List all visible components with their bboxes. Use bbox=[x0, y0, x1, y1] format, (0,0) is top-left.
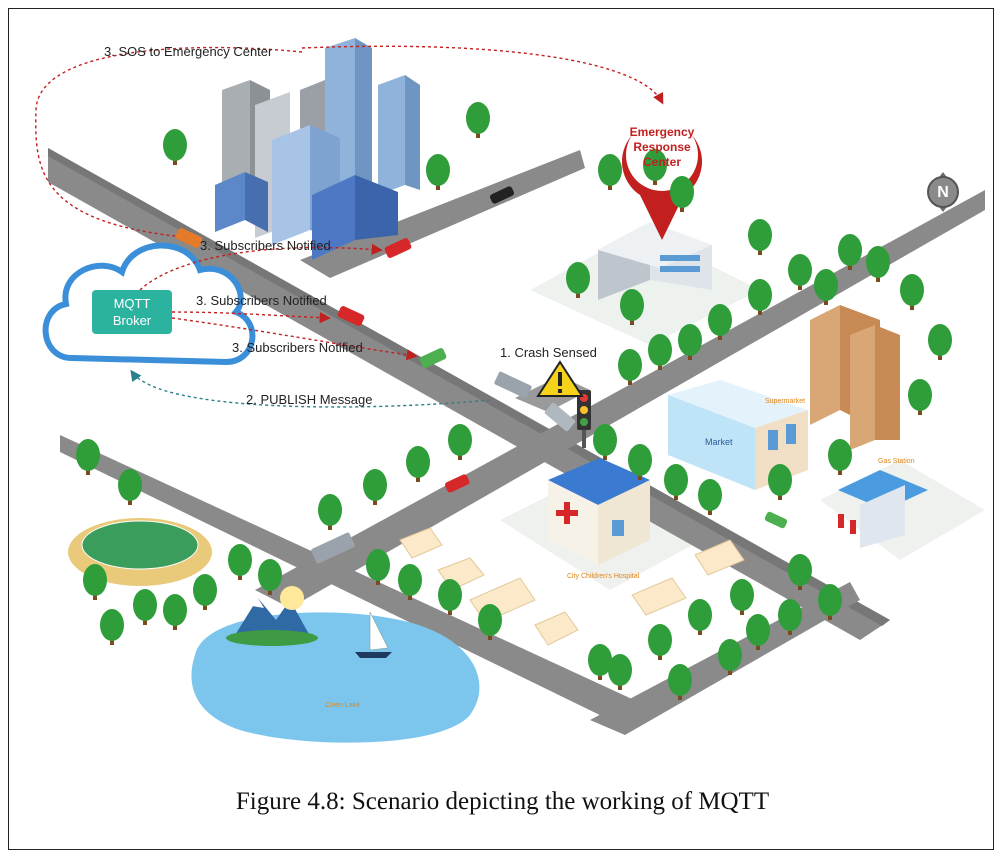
market-sign: Market bbox=[705, 437, 733, 447]
tree bbox=[448, 424, 472, 460]
emergency-response-center-label: Emergency Response Center bbox=[616, 125, 708, 170]
tree bbox=[746, 614, 770, 650]
compass-icon bbox=[927, 172, 959, 212]
erc-line-1: Emergency bbox=[629, 125, 695, 139]
tree bbox=[228, 544, 252, 580]
tree bbox=[608, 654, 632, 690]
lake bbox=[191, 586, 480, 743]
tree bbox=[588, 644, 612, 680]
broker-line-2: Broker bbox=[112, 313, 152, 328]
tree bbox=[76, 439, 100, 475]
tree bbox=[648, 334, 672, 370]
erc-line-3: Center bbox=[642, 155, 681, 169]
erc-line-2: Response bbox=[633, 140, 691, 154]
tree bbox=[748, 279, 772, 315]
tree bbox=[133, 589, 157, 625]
tree bbox=[593, 424, 617, 460]
tree bbox=[730, 579, 754, 615]
publish-flow-arrow bbox=[130, 369, 491, 408]
tree bbox=[318, 494, 342, 530]
tree bbox=[363, 469, 387, 505]
notify-flow-3 bbox=[171, 317, 418, 361]
notified-label-1: 3. Subscribers Notified bbox=[200, 238, 331, 253]
tree bbox=[838, 234, 862, 270]
tree bbox=[118, 469, 142, 505]
mqtt-broker-box: MQTT Broker bbox=[92, 290, 172, 334]
tree bbox=[426, 154, 450, 190]
tree bbox=[163, 594, 187, 630]
tree bbox=[908, 379, 932, 415]
tree bbox=[163, 129, 187, 165]
notify-flow-2 bbox=[171, 311, 331, 324]
tree bbox=[688, 599, 712, 635]
broker-line-1: MQTT bbox=[113, 296, 151, 311]
vehicles bbox=[175, 186, 788, 564]
tree bbox=[598, 154, 622, 190]
skyscrapers bbox=[215, 38, 420, 260]
tree bbox=[643, 149, 667, 185]
sos-label: 3. SOS to Emergency Center bbox=[104, 44, 273, 59]
publish-label: 2. PUBLISH Message bbox=[246, 392, 373, 407]
tree bbox=[670, 176, 694, 212]
warning-sign bbox=[536, 360, 584, 397]
message-flows bbox=[35, 45, 664, 408]
trees bbox=[76, 102, 952, 700]
tree bbox=[778, 599, 802, 635]
gas-station-label: Gas Station bbox=[878, 458, 915, 465]
tree bbox=[258, 559, 282, 595]
tree bbox=[366, 549, 390, 585]
tree bbox=[664, 464, 688, 500]
tree bbox=[83, 564, 107, 600]
tree bbox=[678, 324, 702, 360]
crash-label: 1. Crash Sensed bbox=[500, 345, 597, 360]
tree bbox=[398, 564, 422, 600]
tree bbox=[718, 639, 742, 675]
notified-label-2: 3. Subscribers Notified bbox=[196, 293, 327, 308]
hospital-building bbox=[548, 458, 650, 565]
hospital-label: City Children's Hospital bbox=[567, 573, 640, 580]
tree bbox=[438, 579, 462, 615]
notify-flow-1 bbox=[139, 243, 383, 291]
compass: N bbox=[925, 176, 961, 212]
tree bbox=[788, 254, 812, 290]
tree bbox=[814, 269, 838, 305]
tree bbox=[620, 289, 644, 325]
tree bbox=[900, 274, 924, 310]
tree bbox=[628, 444, 652, 480]
tree bbox=[668, 664, 692, 700]
tree bbox=[708, 304, 732, 340]
tree bbox=[748, 219, 772, 255]
tree bbox=[928, 324, 952, 360]
tree bbox=[566, 262, 590, 298]
apartment-tower bbox=[810, 305, 900, 450]
stadium bbox=[68, 518, 212, 586]
tree bbox=[818, 584, 842, 620]
notified-label-3: 3. Subscribers Notified bbox=[232, 340, 363, 355]
tree bbox=[100, 609, 124, 645]
tree bbox=[768, 464, 792, 500]
figure-caption: Figure 4.8: Scenario depicting the worki… bbox=[235, 788, 770, 815]
tree bbox=[478, 604, 502, 640]
supermarket-building bbox=[668, 380, 808, 490]
tree bbox=[648, 624, 672, 660]
tree bbox=[406, 446, 430, 482]
compass-north-letter: N bbox=[937, 184, 949, 201]
tree bbox=[466, 102, 490, 138]
tree bbox=[193, 574, 217, 610]
tree bbox=[788, 554, 812, 590]
sos-flow-arrow bbox=[301, 45, 664, 105]
traffic-light bbox=[577, 390, 591, 448]
emergency-building bbox=[598, 222, 712, 300]
small-houses bbox=[399, 527, 745, 646]
tree bbox=[828, 439, 852, 475]
tree bbox=[618, 349, 642, 385]
lake-label: Civen Lake bbox=[325, 702, 361, 709]
supermarket-label: Supermarket bbox=[765, 398, 806, 405]
gas-station bbox=[838, 470, 928, 548]
sos-flow-line bbox=[35, 46, 303, 237]
tree bbox=[866, 246, 890, 282]
tree bbox=[698, 479, 722, 515]
ground-plate bbox=[530, 230, 760, 345]
